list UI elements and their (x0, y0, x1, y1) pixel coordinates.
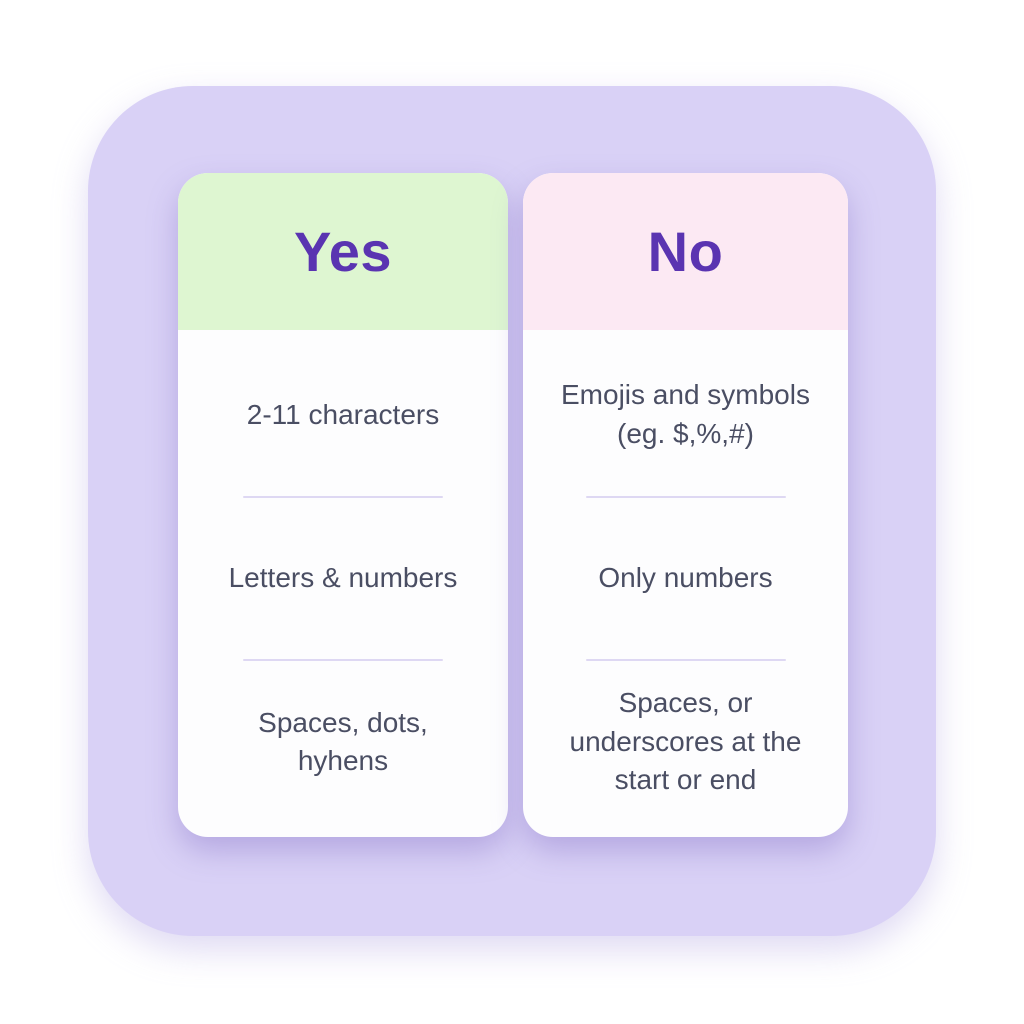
no-rule-emojis-symbols: Emojis and symbols (eg. $,%,#) (561, 379, 810, 449)
divider (585, 659, 786, 662)
divider (585, 495, 786, 498)
no-column-header: No (523, 173, 848, 330)
yes-rule-spaces-dots-hyphens: Spaces, dots, hyhens (258, 706, 428, 777)
divider (243, 659, 443, 662)
no-title: No (647, 220, 724, 283)
no-rule-only-numbers: Only numbers (598, 562, 773, 594)
no-column-body: Emojis and symbols (eg. $,%,#) Only numb… (523, 330, 848, 837)
yes-column-body: 2-11 characters Letters & numbers Spaces… (178, 330, 508, 837)
yes-title: Yes (293, 220, 393, 283)
no-rule-spaces-underscores: Spaces, or underscores at the start or e… (569, 687, 802, 796)
yes-rule-letters-numbers: Letters & numbers (228, 562, 458, 594)
comparison-panel: Yes 2-11 characters Letters & numbers Sp… (88, 86, 936, 936)
yes-column: Yes 2-11 characters Letters & numbers Sp… (178, 173, 508, 837)
no-column: No Emojis and symbols (eg. $,%,#) Only n… (523, 173, 848, 837)
yes-rule-characters: 2-11 characters (246, 398, 440, 430)
divider (243, 495, 443, 498)
yes-column-header: Yes (178, 173, 508, 330)
